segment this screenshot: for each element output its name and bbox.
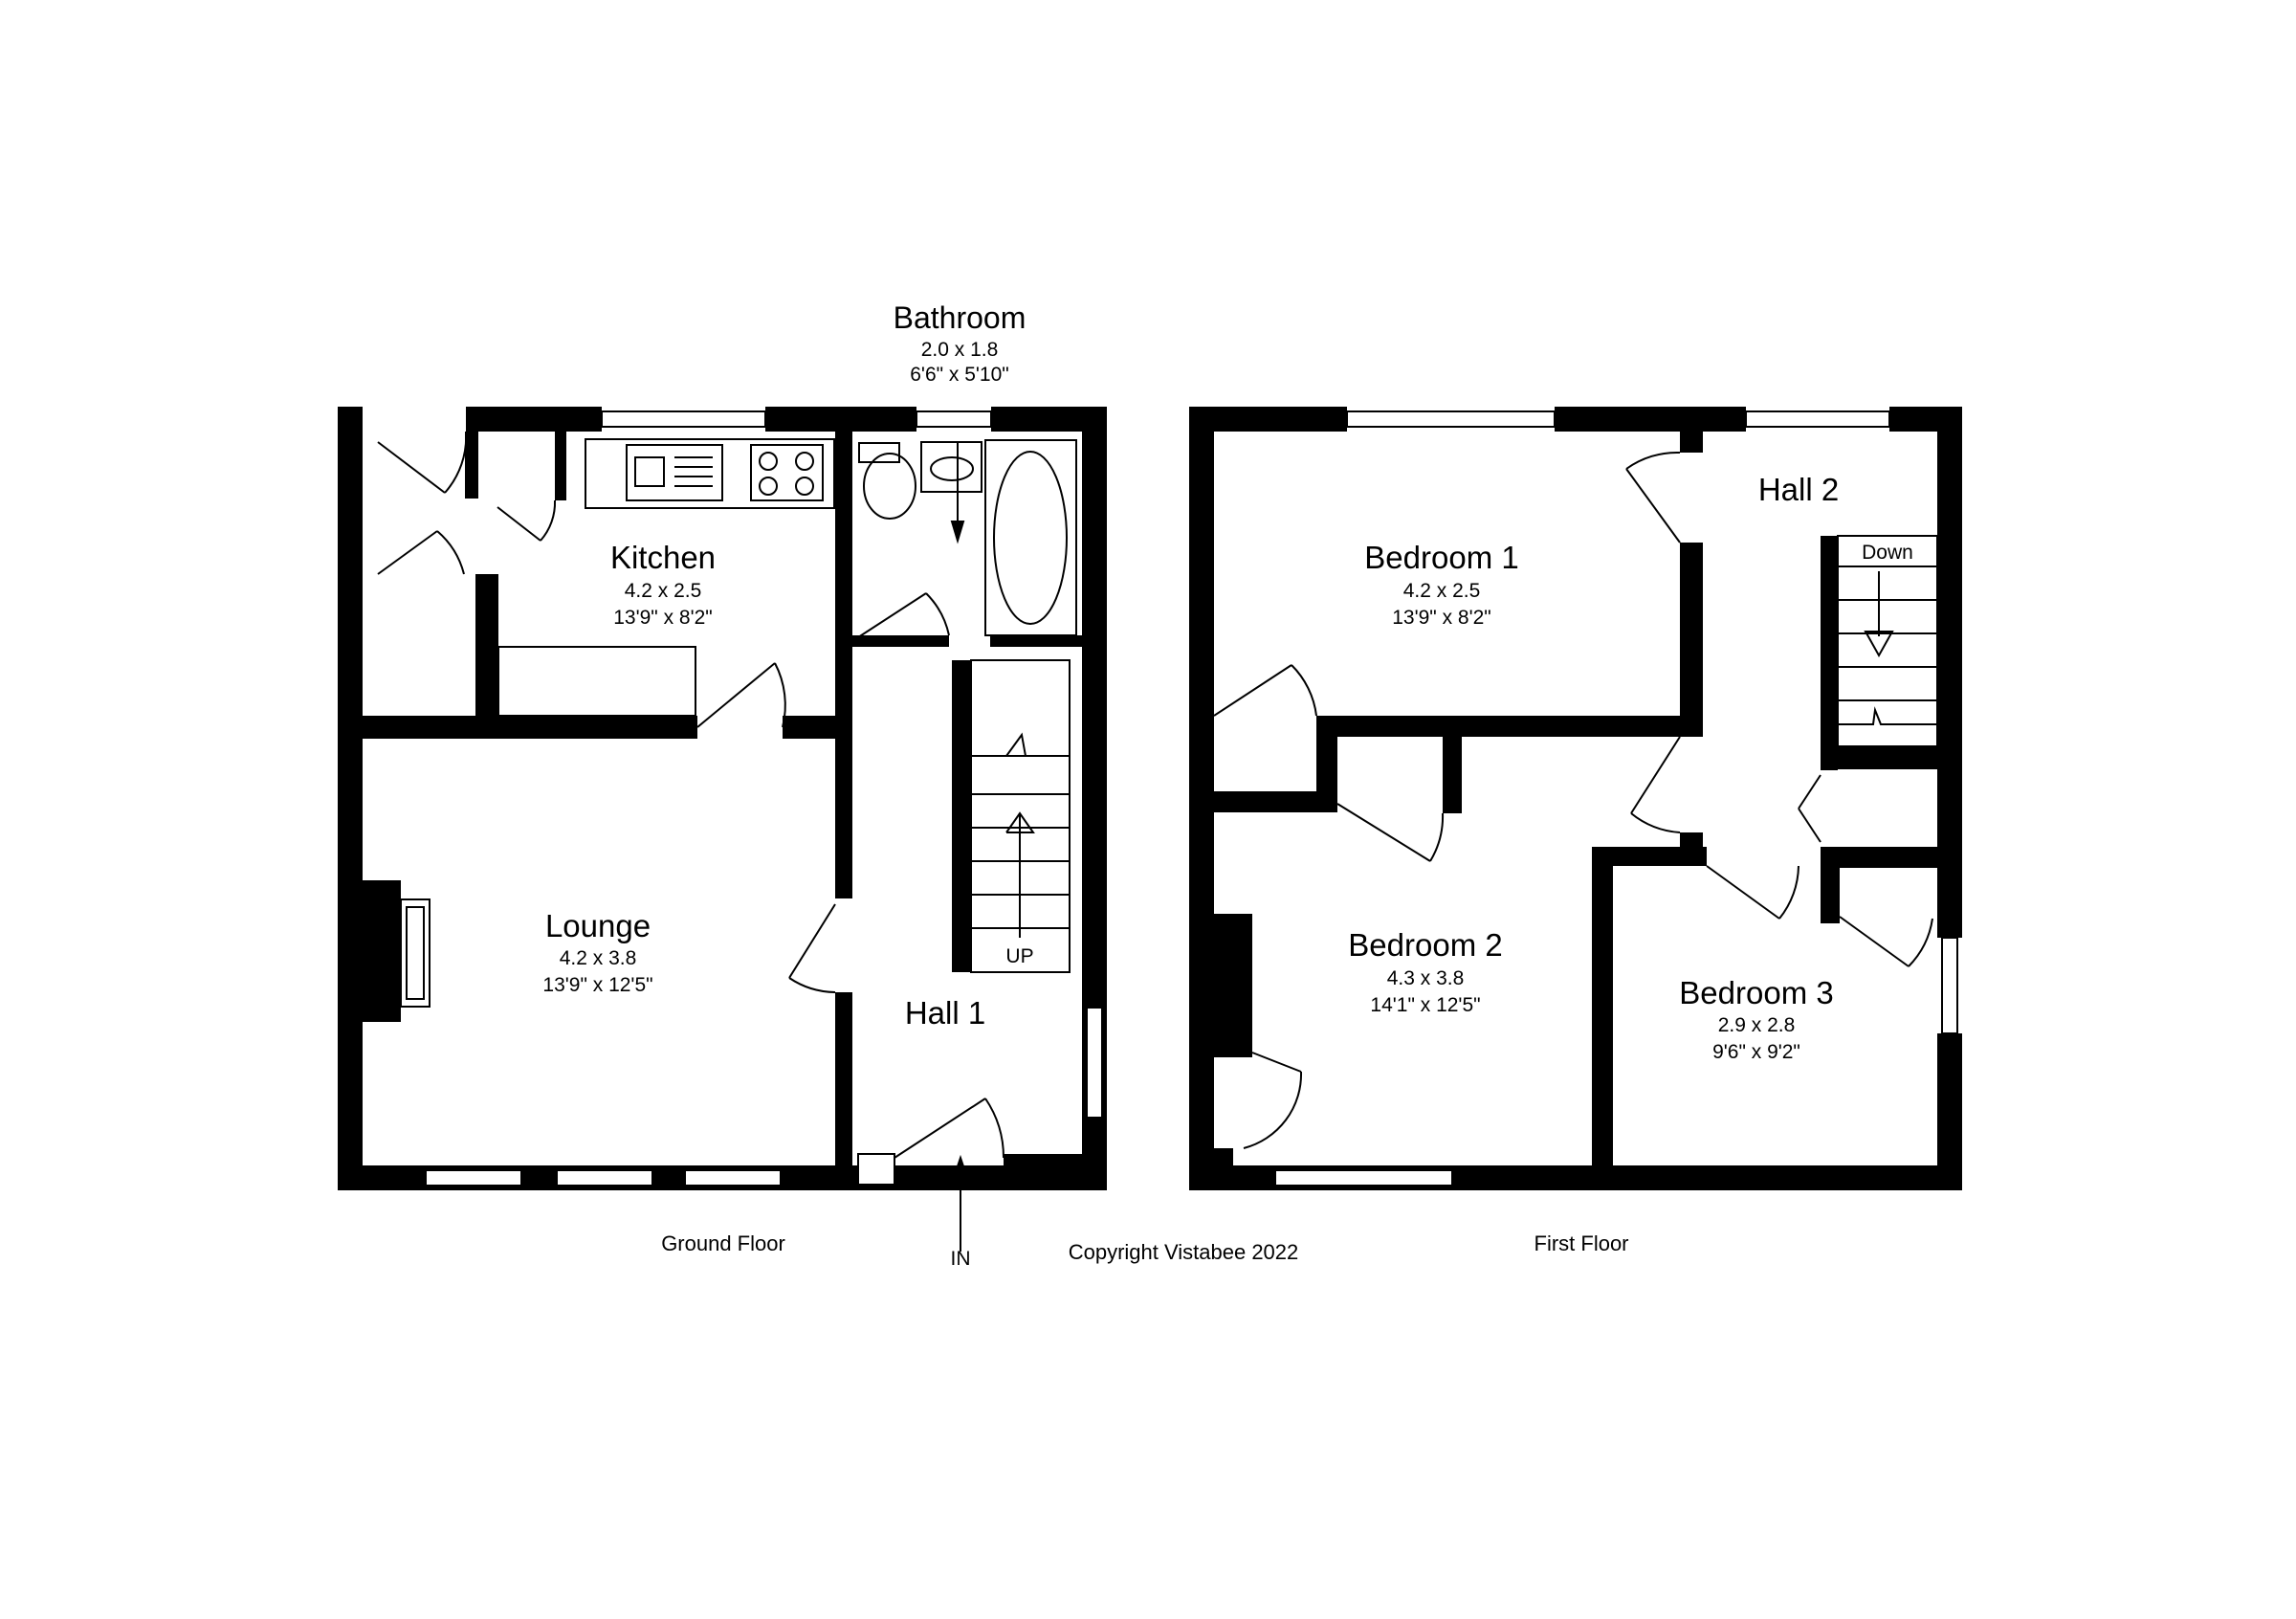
bedroom-2-metric: 4.3 x 3.8 xyxy=(1387,967,1465,989)
lounge-imperial: 13'9" x 12'5" xyxy=(542,974,652,996)
bedroom-1-imperial: 13'9" x 8'2" xyxy=(1392,607,1491,629)
first-floor-walls xyxy=(1189,407,1962,1190)
ground-floor-plan xyxy=(338,407,1107,1252)
kitchen-imperial: 13'9" x 8'2" xyxy=(613,607,713,629)
ground-floor-windows xyxy=(425,410,1103,1187)
kitchen-fittings xyxy=(497,438,835,717)
bedroom-1-name: Bedroom 1 xyxy=(1364,540,1518,575)
first-floor-doors xyxy=(1213,451,1933,1149)
entrance-arrow xyxy=(953,1154,968,1252)
bathroom-metric: 2.0 x 1.8 xyxy=(921,339,999,361)
ground-floor-walls xyxy=(338,407,1107,1190)
bedroom-3-imperial: 9'6" x 9'2" xyxy=(1712,1041,1800,1063)
kitchen-metric: 4.2 x 2.5 xyxy=(625,580,702,602)
first-floor-windows xyxy=(1274,410,1958,1187)
lounge-metric: 4.2 x 3.8 xyxy=(560,947,637,969)
bedroom-2-name: Bedroom 2 xyxy=(1348,927,1502,963)
stairs-down-label: Down xyxy=(1862,542,1913,564)
fireplace xyxy=(400,898,430,1008)
bedroom-1-metric: 4.2 x 2.5 xyxy=(1403,580,1481,602)
hall-2-name: Hall 2 xyxy=(1758,472,1839,507)
bedroom-2-imperial: 14'1" x 12'5" xyxy=(1370,994,1480,1016)
bedroom-3-metric: 2.9 x 2.8 xyxy=(1718,1014,1796,1036)
bathroom-imperial: 6'6" x 5'10" xyxy=(910,364,1009,386)
stairs-down xyxy=(1837,535,1938,747)
first-floor-label: First Floor xyxy=(1534,1231,1629,1255)
bathroom-arrow xyxy=(950,442,965,544)
bedroom-3-name: Bedroom 3 xyxy=(1679,975,1833,1010)
hall-1-name: Hall 1 xyxy=(905,995,985,1031)
entrance-label: IN xyxy=(951,1248,971,1270)
lounge-name: Lounge xyxy=(545,908,651,943)
first-floor-plan xyxy=(1189,407,1962,1190)
stairs-up-label: UP xyxy=(1005,945,1033,967)
plan-labels: Bathroom 2.0 x 1.8 6'6" x 5'10" Kitchen … xyxy=(542,300,1912,1270)
kitchen-name: Kitchen xyxy=(610,540,716,575)
stairs-up xyxy=(970,659,1071,973)
copyright-text: Copyright Vistabee 2022 xyxy=(1069,1240,1299,1264)
bathroom-fittings xyxy=(858,439,1077,636)
bathroom-name: Bathroom xyxy=(894,300,1027,335)
ground-floor-doors xyxy=(377,431,1005,1159)
ground-floor-label: Ground Floor xyxy=(661,1231,785,1255)
